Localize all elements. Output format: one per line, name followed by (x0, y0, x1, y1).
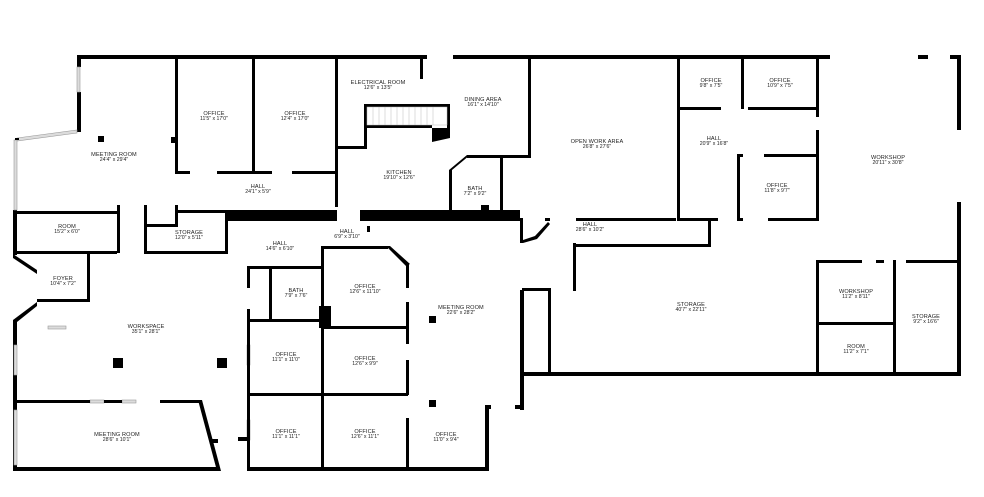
windows (13, 66, 251, 466)
columns (98, 136, 436, 407)
stairs (366, 106, 448, 126)
interior-walls (13, 57, 961, 471)
